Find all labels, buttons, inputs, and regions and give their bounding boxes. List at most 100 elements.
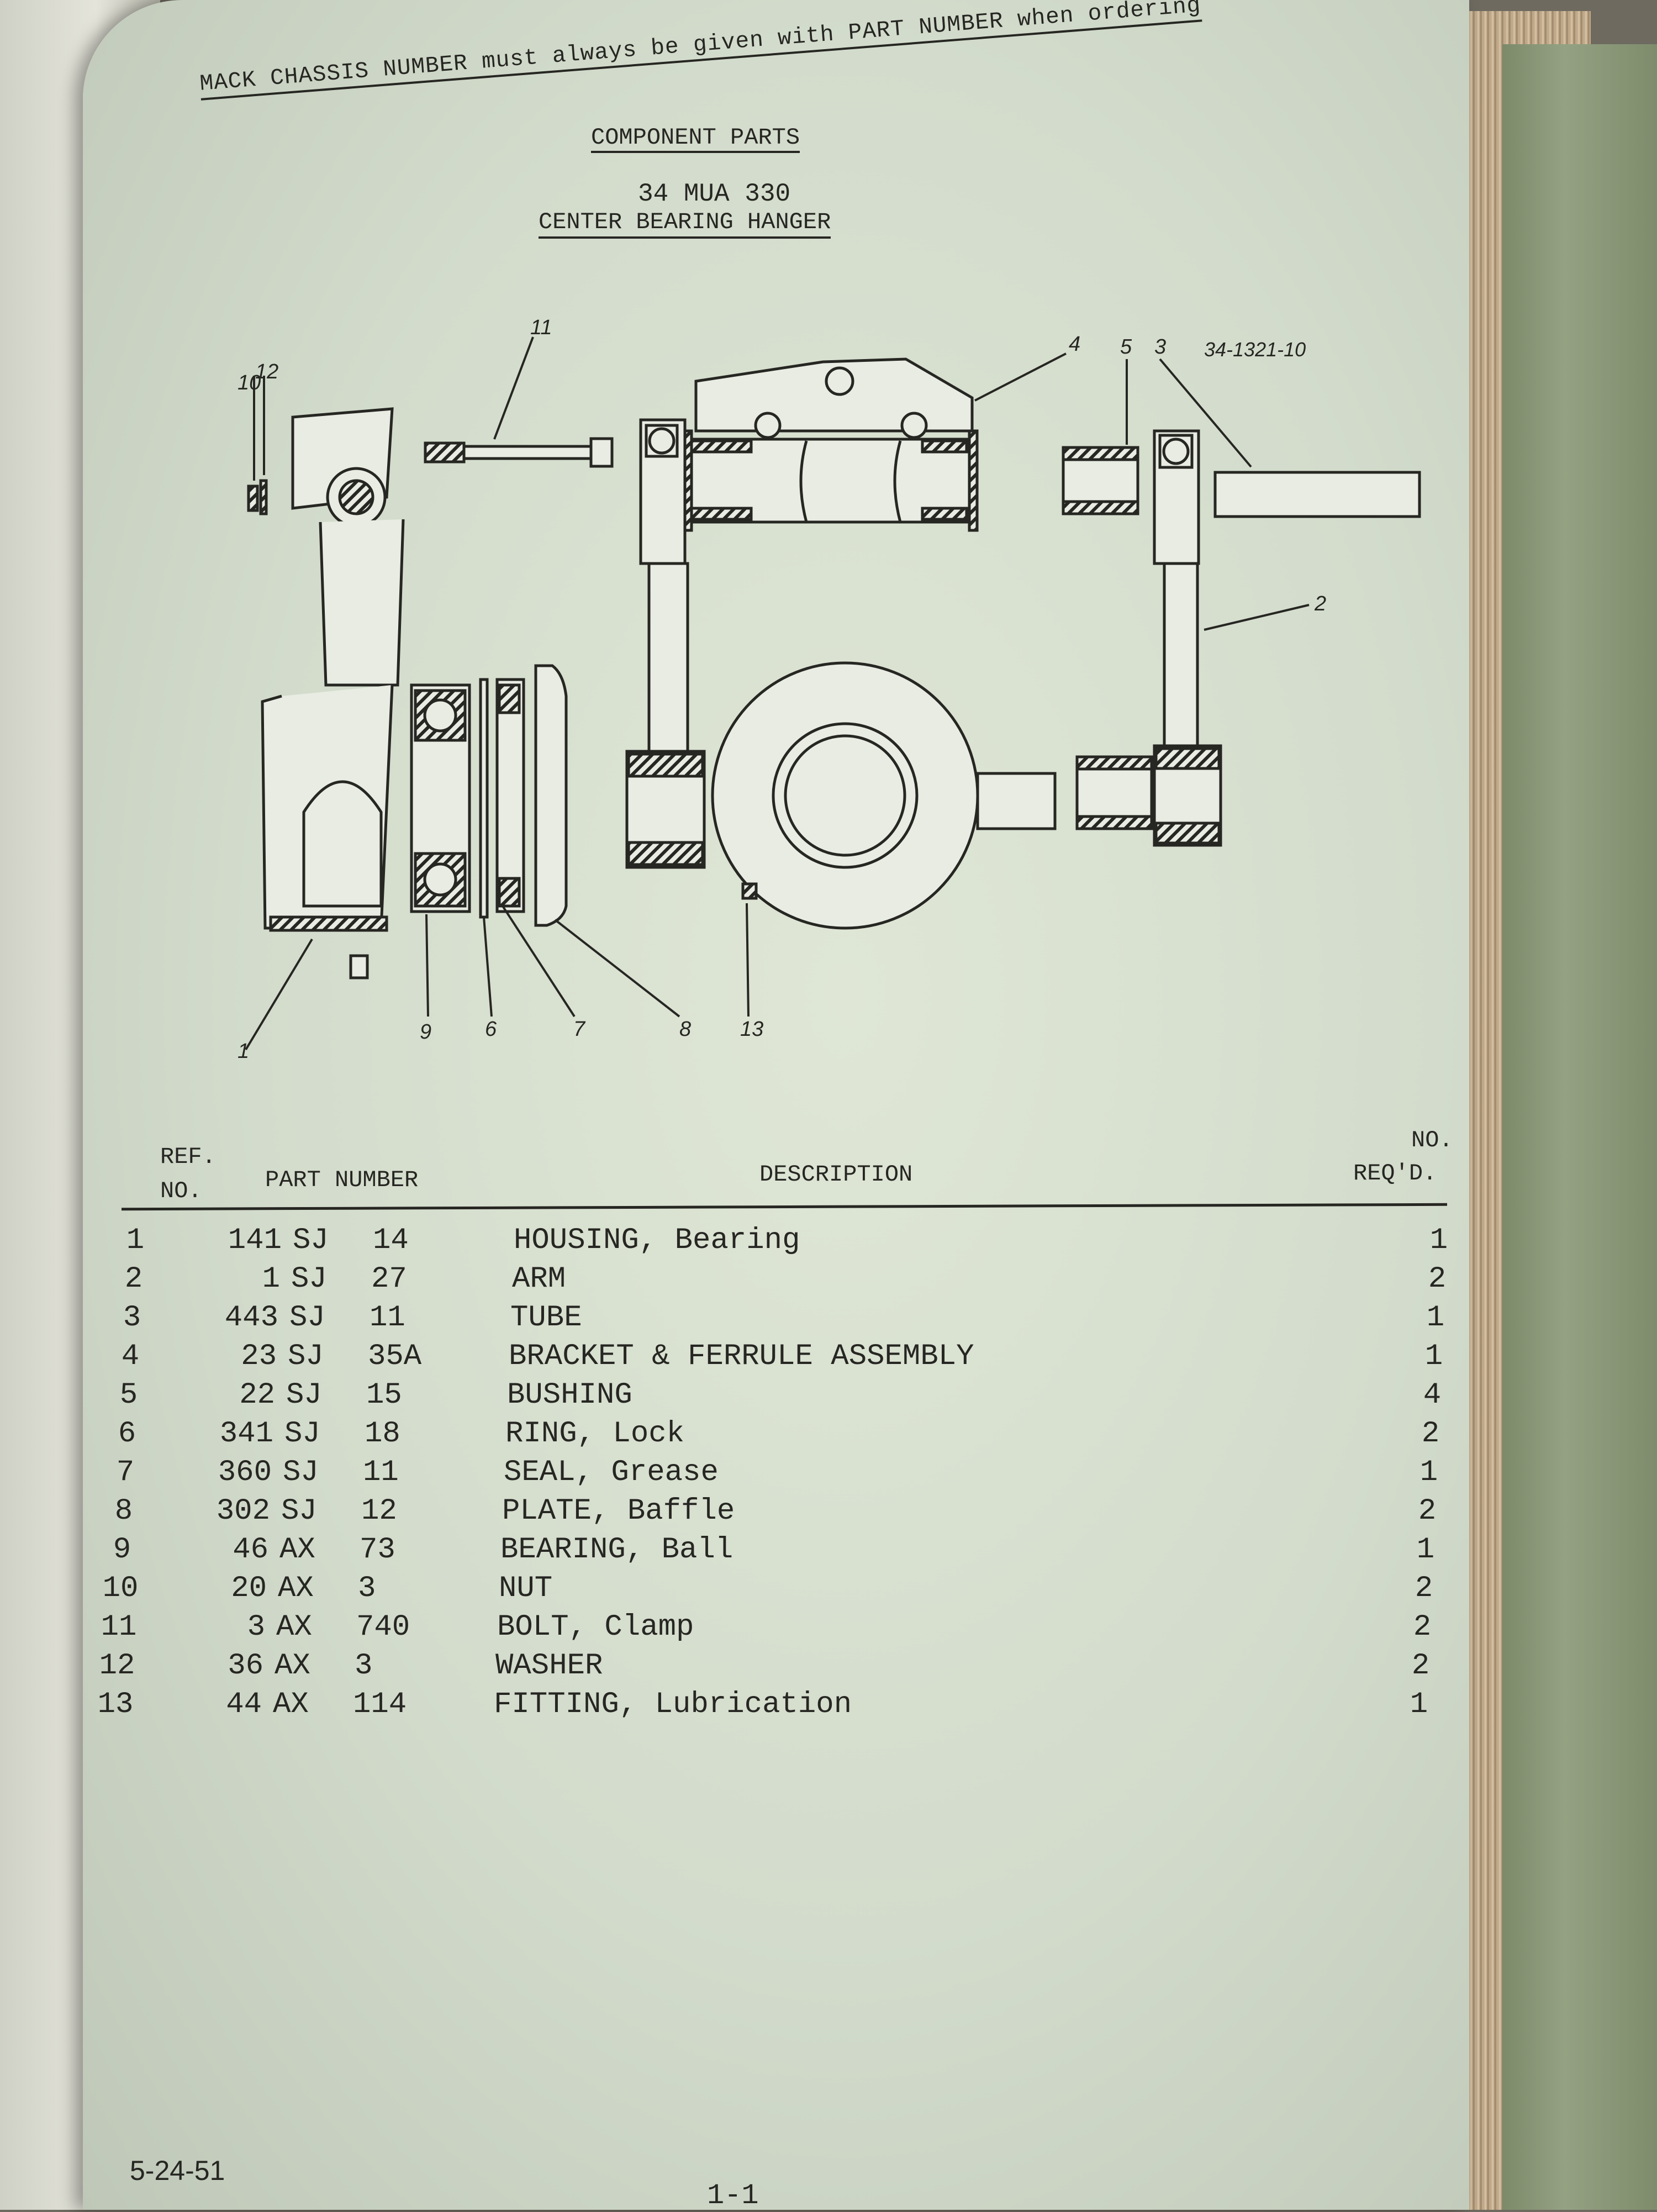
- part-suffix: 15: [366, 1378, 402, 1412]
- grease-seal-part: [495, 678, 525, 913]
- part-suffix: 12: [361, 1494, 397, 1528]
- callout-labels: 10 12 11 4 5 3 2 1 9 6 7 8 13: [238, 316, 1326, 1063]
- part-description: BEARING, Ball: [500, 1533, 733, 1567]
- table-row: 8 302 SJ 12 PLATE, Baffle 2: [104, 1494, 1458, 1533]
- part-description: WASHER: [495, 1649, 603, 1683]
- callout-11: 11: [530, 316, 552, 339]
- arm-right-part: [1153, 429, 1222, 847]
- part-number-header: PART NUMBER: [265, 1167, 419, 1193]
- part-description: NUT: [499, 1572, 553, 1605]
- part-description: FITTING, Lubrication: [494, 1688, 852, 1721]
- ref-number: 11: [101, 1610, 137, 1644]
- callout-1: 1: [238, 1040, 249, 1063]
- ref-number: 5: [119, 1378, 138, 1412]
- part-description: HOUSING, Bearing: [514, 1224, 800, 1257]
- housing-center-part: [711, 661, 1057, 930]
- part-suffix: 27: [371, 1262, 407, 1296]
- part-prefix: 23: [241, 1340, 277, 1373]
- part-prefix: 1: [262, 1262, 280, 1296]
- quantity-required: 2: [1411, 1649, 1430, 1683]
- quantity-required: 2: [1418, 1494, 1437, 1528]
- bracket-ferrule-part: [682, 357, 979, 532]
- part-prefix: 141: [228, 1224, 282, 1257]
- part-prefix: 443: [224, 1301, 278, 1335]
- callout-2: 2: [1314, 592, 1326, 615]
- part-description: SEAL, Grease: [504, 1456, 719, 1489]
- part-class: SJ: [284, 1417, 320, 1451]
- part-class: SJ: [283, 1456, 319, 1489]
- part-class: SJ: [288, 1340, 324, 1373]
- ref-number: 7: [116, 1456, 135, 1489]
- ball-bearing-part: [410, 683, 471, 913]
- part-class: SJ: [291, 1262, 327, 1296]
- ref-number: 4: [121, 1340, 140, 1373]
- tube-part: [1213, 471, 1421, 518]
- nut-washer-part: [247, 479, 268, 515]
- ref-number: 8: [114, 1494, 133, 1528]
- part-class: AX: [278, 1572, 314, 1605]
- part-class: SJ: [286, 1378, 322, 1412]
- callout-8: 8: [679, 1018, 691, 1041]
- part-suffix: 14: [373, 1224, 409, 1257]
- quantity-required: 4: [1423, 1378, 1442, 1412]
- callout-9: 9: [420, 1020, 431, 1044]
- part-class: AX: [273, 1688, 309, 1721]
- part-description: BOLT, Clamp: [497, 1610, 694, 1644]
- date-stamp: 5-24-51: [130, 2155, 225, 2186]
- part-prefix: 36: [228, 1649, 263, 1683]
- drawing-number: 34-1321-10: [1204, 338, 1306, 361]
- callout-4: 4: [1069, 333, 1080, 356]
- part-suffix: 114: [353, 1688, 407, 1721]
- quantity-required: 1: [1424, 1340, 1443, 1373]
- assembly-title: CENTER BEARING HANGER: [539, 209, 831, 239]
- part-suffix: 11: [370, 1301, 405, 1335]
- part-prefix: 341: [219, 1417, 273, 1451]
- part-class: SJ: [281, 1494, 317, 1528]
- quantity-required: 1: [1426, 1301, 1445, 1335]
- part-description: BUSHING: [507, 1378, 632, 1412]
- part-description: RING, Lock: [505, 1417, 685, 1451]
- callout-12: 12: [255, 360, 278, 383]
- ref-number: 6: [118, 1417, 136, 1451]
- ref-number: 10: [102, 1572, 139, 1605]
- leader-lines: [245, 336, 1310, 1051]
- callout-7: 7: [573, 1018, 586, 1041]
- ref-number: 2: [124, 1262, 143, 1296]
- model-number: 34 MUA 330: [638, 180, 791, 208]
- callout-13: 13: [740, 1018, 763, 1041]
- part-prefix: 46: [233, 1533, 268, 1567]
- part-suffix: 11: [363, 1456, 399, 1489]
- part-class: AX: [275, 1649, 310, 1683]
- part-prefix: 20: [231, 1572, 267, 1605]
- qty-header-line1: NO.: [1411, 1127, 1453, 1154]
- quantity-required: 1: [1416, 1533, 1435, 1567]
- quantity-required: 1: [1419, 1456, 1438, 1489]
- callout-6: 6: [485, 1018, 497, 1041]
- book-cover: [1502, 44, 1657, 2210]
- part-suffix: 740: [356, 1610, 410, 1644]
- exploded-parts-diagram: 10 12 11 4 5 3 2 1 9 6 7 8 13: [238, 316, 1421, 1063]
- part-prefix: 302: [216, 1494, 270, 1528]
- ordering-notice: MACK CHASSIS NUMBER must always be given…: [199, 0, 1202, 101]
- section-title: COMPONENT PARTS: [591, 124, 800, 153]
- callout-5: 5: [1120, 335, 1132, 359]
- part-description: ARM: [512, 1262, 566, 1296]
- part-suffix: 3: [355, 1649, 373, 1683]
- ref-number: 9: [113, 1533, 131, 1567]
- page-number: 1-1: [707, 2179, 759, 2212]
- part-suffix: 3: [358, 1572, 376, 1605]
- callout-10: 10: [238, 371, 261, 394]
- quantity-required: 1: [1429, 1224, 1448, 1257]
- quantity-required: 2: [1428, 1262, 1447, 1296]
- part-description: PLATE, Baffle: [502, 1494, 735, 1528]
